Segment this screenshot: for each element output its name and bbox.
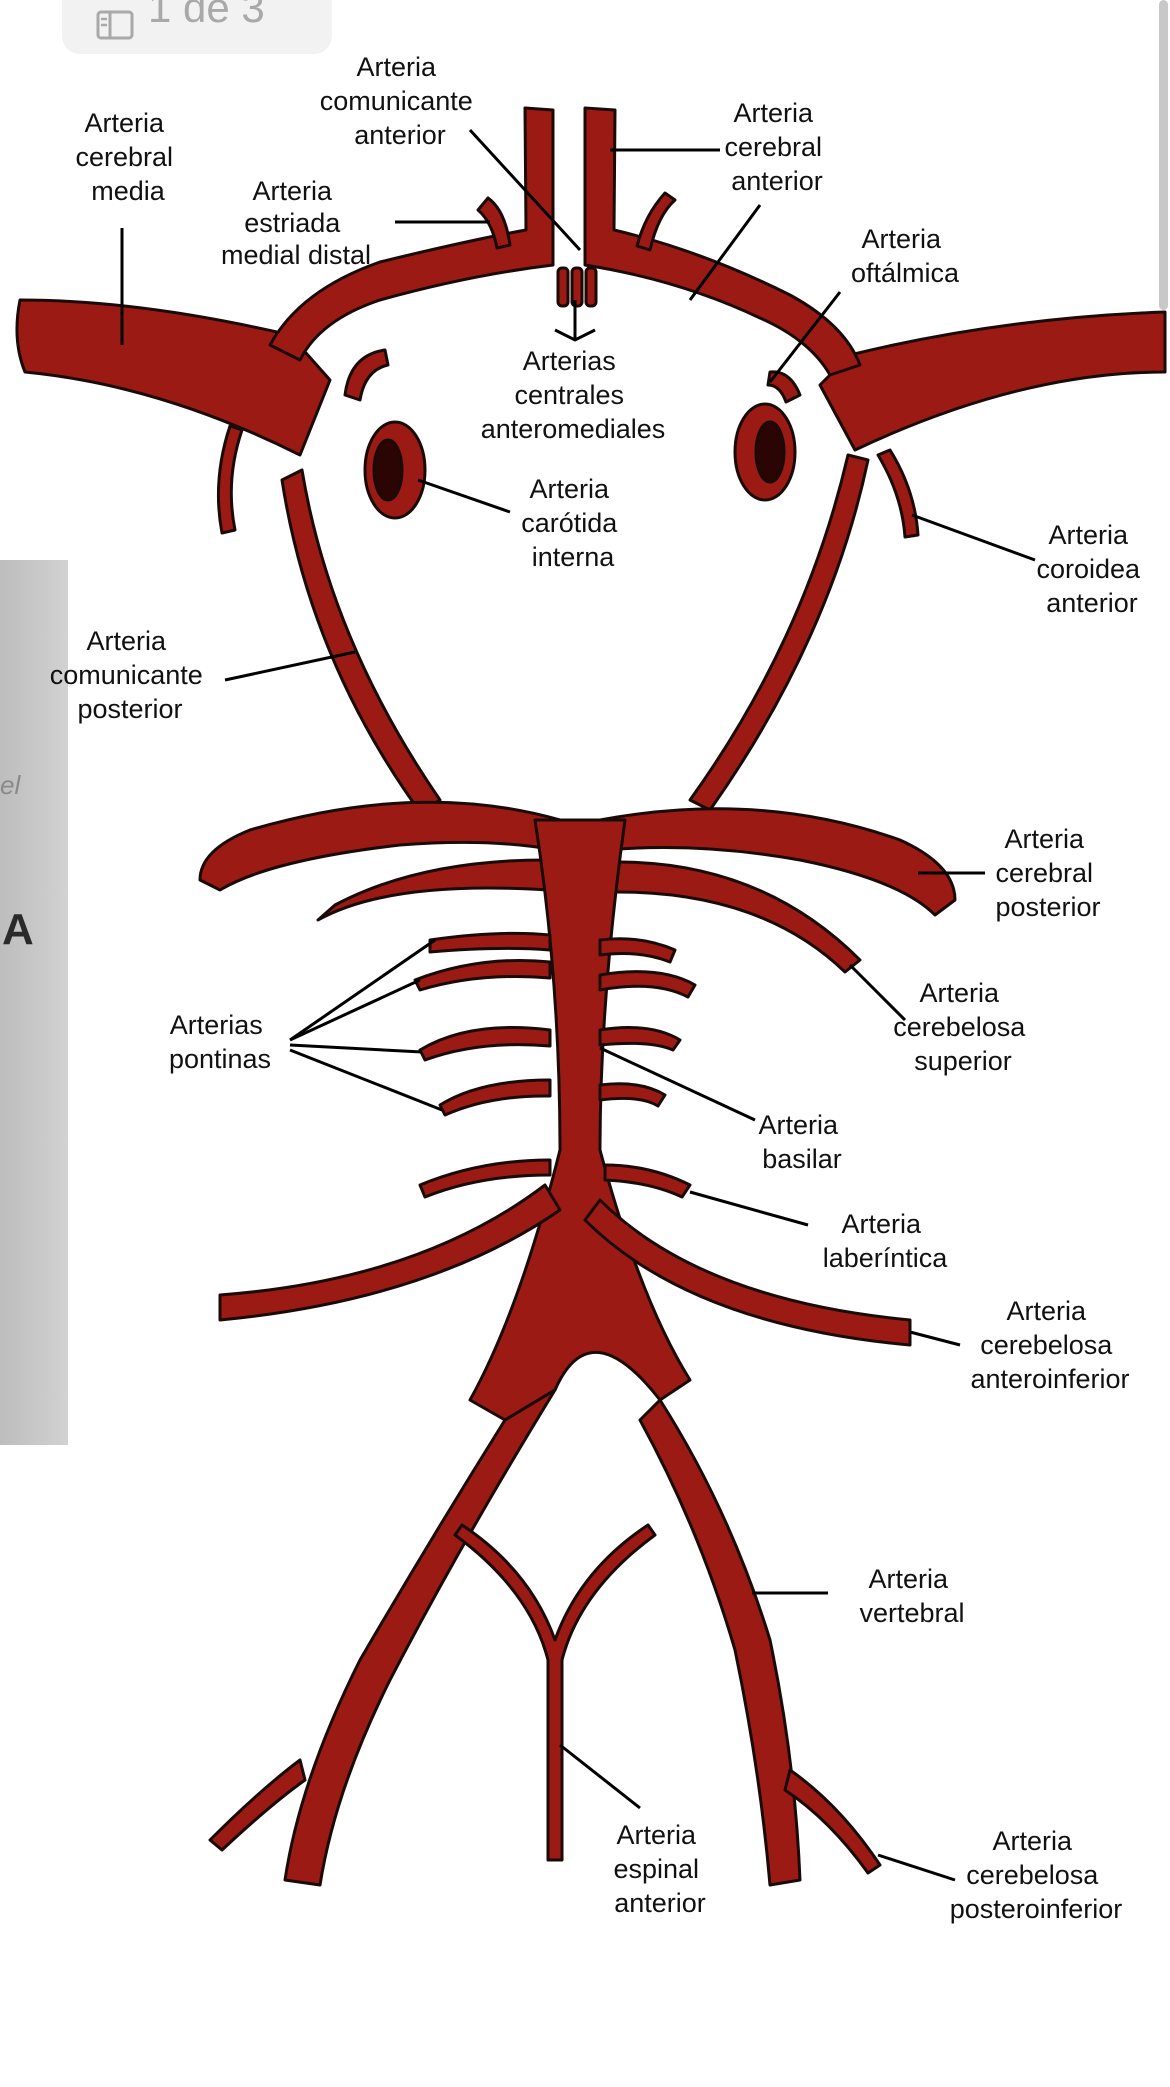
label-vertebral: Arteria vertebral <box>859 1564 964 1628</box>
left-anterior-cerebral-artery <box>268 106 555 362</box>
label-centrales-anteromediales: Arterias centrales anteromediales <box>481 346 666 444</box>
right-pontine-2 <box>598 970 697 999</box>
label-oftalmica: Arteria oftálmica <box>851 224 960 288</box>
left-posterior-inferior-cerebellar-artery <box>208 1758 307 1852</box>
leader-basilar <box>599 1046 756 1122</box>
label-estriada-medial-distal: Arteria estriada medial distal <box>221 176 371 270</box>
central-vessel-3 <box>584 266 598 308</box>
left-vertebral-artery <box>283 1388 557 1887</box>
label-cerebral-anterior: Arteria cerebral anterior <box>724 98 829 196</box>
leader-cerebelosa-anteroinferior <box>909 1330 961 1347</box>
left-pontine-3 <box>418 1026 552 1062</box>
left-anterior-inferior-cerebellar-artery <box>218 1183 562 1322</box>
label-coroidea-anterior: Arteria coroidea anterior <box>1036 520 1147 618</box>
label-cerebelosa-anteroinferior: Arteria cerebelosa anteroinferior <box>970 1296 1129 1394</box>
leader-carotida <box>417 478 511 514</box>
right-anterior-inferior-cerebellar-artery <box>583 1198 912 1347</box>
leader-cerebelosa-posteroinferior <box>877 1853 956 1882</box>
page-indicator-text: 1 de 3 <box>148 0 265 31</box>
leader-laberintica <box>689 1190 809 1227</box>
right-pontine-3 <box>598 1026 682 1052</box>
leader-espinal <box>559 1743 641 1810</box>
right-internal-carotid-lumen <box>754 420 786 484</box>
right-striate-branch <box>635 191 677 252</box>
right-superior-cerebellar-artery <box>608 860 862 974</box>
right-ophthalmic-artery <box>766 370 802 404</box>
photo-letter-mark: A <box>2 905 34 954</box>
leader-coroidea <box>911 513 1036 562</box>
right-posterior-cerebral-artery <box>598 807 957 917</box>
leader-cerebral-anterior-2 <box>688 204 762 301</box>
label-espinal-anterior: Arteria espinal anterior <box>613 1820 706 1918</box>
photo-faint-text: el <box>0 770 21 800</box>
label-cerebral-media: Arteria cerebral media <box>75 108 180 206</box>
left-pontine-2 <box>413 959 552 992</box>
leader-cerebelosa-superior <box>848 963 907 1022</box>
leader-comunicante-posterior <box>224 650 356 682</box>
page-indicator-badge: 1 de 3 <box>62 0 332 54</box>
leader-comunicante-anterior <box>468 128 582 252</box>
scrollbar[interactable] <box>1159 0 1168 310</box>
label-comunicante-anterior: Arteria comunicante anterior <box>320 52 481 150</box>
leader-pontinas-2 <box>289 978 421 1042</box>
right-middle-cerebral-artery <box>818 310 1167 452</box>
left-labyrinthine-artery <box>418 1158 552 1199</box>
arteries <box>15 106 1167 1887</box>
right-labyrinthine-artery <box>603 1163 692 1199</box>
central-vessel-1 <box>556 266 570 308</box>
right-vertebral-artery <box>638 1398 802 1887</box>
right-anterior-cerebral-artery <box>583 106 862 377</box>
label-cerebelosa-superior: Arteria cerebelosa superior <box>893 978 1033 1076</box>
left-anterior-choroidal-artery <box>216 424 244 535</box>
left-posterior-cerebral-artery <box>198 800 562 892</box>
anterior-spinal-artery <box>453 1523 657 1862</box>
left-pontine-4 <box>438 1078 552 1117</box>
right-anterior-choroidal-artery <box>876 448 920 539</box>
leader-lines <box>120 128 1036 1882</box>
left-posterior-communicating-artery <box>280 468 442 814</box>
leader-pontinas-4 <box>289 1048 443 1112</box>
left-superior-cerebellar-artery <box>316 858 550 922</box>
label-pontinas: Arterias pontinas <box>169 1010 271 1074</box>
pages-icon <box>96 2 134 40</box>
left-middle-cerebral-artery <box>15 298 332 457</box>
right-posterior-inferior-cerebellar-artery <box>783 1768 882 1875</box>
leader-pontinas-1 <box>289 938 436 1042</box>
background-photo-fragment: el A <box>0 560 68 1445</box>
central-vessel-2 <box>570 266 584 308</box>
leader-oftalmica <box>768 291 842 383</box>
label-carotida-interna: Arteria carótida interna <box>521 474 625 572</box>
basilar-artery <box>468 818 692 1422</box>
left-striate-branch <box>476 196 512 250</box>
labels: Arteria cerebral media Arteria comunican… <box>50 52 1147 1924</box>
label-cerebelosa-posteroinferior: Arteria cerebelosa posteroinferior <box>950 1826 1123 1924</box>
left-internal-carotid-lumen <box>372 438 404 502</box>
left-ophthalmic-artery <box>343 348 390 402</box>
left-pontine-1 <box>428 931 552 954</box>
right-pontine-4 <box>598 1082 667 1108</box>
right-pontine-1 <box>598 937 677 964</box>
leader-pontinas-3 <box>289 1043 423 1054</box>
label-comunicante-posterior: Arteria comunicante posterior <box>50 626 211 724</box>
label-basilar: Arteria basilar <box>758 1110 845 1174</box>
label-cerebral-posterior: Arteria cerebral posterior <box>995 824 1100 922</box>
right-posterior-communicating-artery <box>688 453 870 812</box>
label-laberintica: Arteria laberíntica <box>823 1209 949 1273</box>
